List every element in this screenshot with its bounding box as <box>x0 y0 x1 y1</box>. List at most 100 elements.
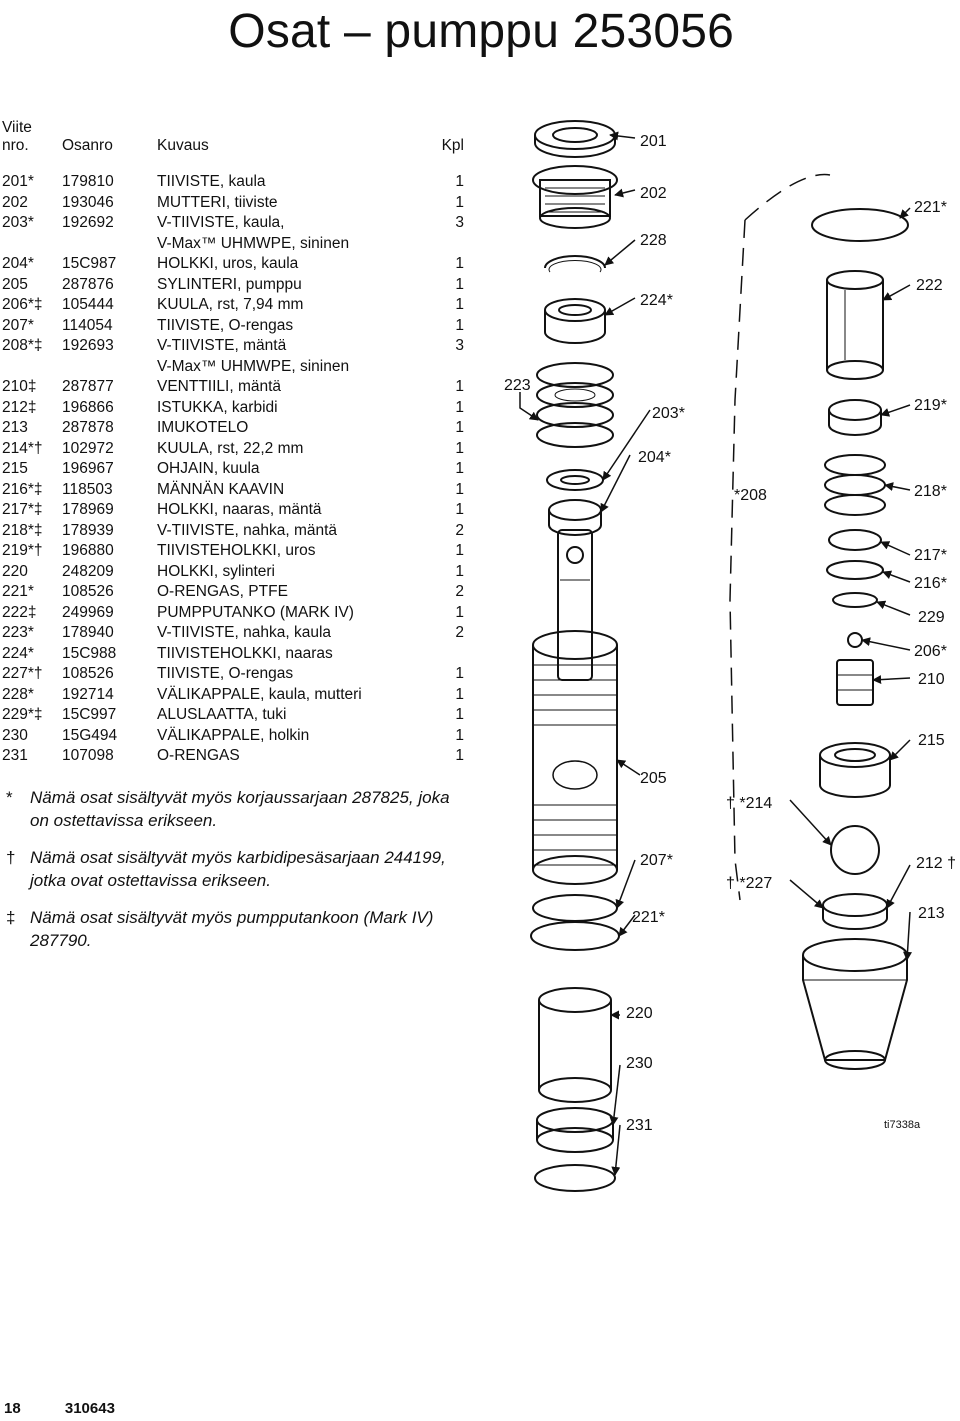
cell-part: 178940 <box>62 624 114 641</box>
cell-part: 192692 <box>62 214 114 231</box>
cell-part: 193046 <box>62 193 114 211</box>
cell-qty: 1 <box>455 439 464 457</box>
exploded-parts-diagram: 201 202 228 224* 223 203* 204* 205 207* … <box>504 120 956 1192</box>
cell-part: 287878 <box>62 419 114 436</box>
cell-desc: IMUKOTELO <box>157 419 249 436</box>
label-208: *208 <box>734 487 767 504</box>
cell-qty: 1 <box>455 173 464 190</box>
part-207-o-ring <box>532 894 618 922</box>
cell-desc: MÄNNÄN KAAVIN <box>157 480 285 498</box>
table-header-row: Viite nro. Osanro Kuvaus Kpl <box>2 117 464 159</box>
cell-qty: 1 <box>455 542 464 559</box>
cell-desc: V-Max™ UHMWPE, sininen <box>157 234 350 252</box>
page-title: Osat – pumppu 253056 <box>228 5 734 58</box>
footnote-double-dagger: ‡Nämä osat sisältyvät myös pumpputankoon… <box>6 908 434 950</box>
table-row: V-Max™ UHMWPE, sininen <box>2 235 464 256</box>
cell-desc: TIIVISTE, O-rengas <box>157 316 294 334</box>
table-row: V-Max™ UHMWPE, sininen <box>2 358 464 379</box>
cell-desc: O-RENGAS, PTFE <box>157 583 288 600</box>
label-210: 210 <box>918 671 945 688</box>
part-231-o-ring <box>534 1164 616 1192</box>
label-222: 222 <box>916 277 943 294</box>
part-221b-o-ring <box>530 921 620 951</box>
part-213-intake-housing <box>802 938 908 1070</box>
cell-ref: 207* <box>2 316 34 334</box>
cell-part: 196967 <box>62 460 114 477</box>
cell-qty: 1 <box>455 501 464 518</box>
header-part: Osanro <box>62 137 113 154</box>
cell-part: 15G494 <box>62 726 118 744</box>
cell-desc: MUTTERI, tiiviste <box>157 193 278 211</box>
label-217: 217* <box>914 547 947 564</box>
cell-qty <box>434 235 464 256</box>
cell-part: 108526 <box>62 583 114 600</box>
cell-desc: TIIVISTE, kaula <box>157 173 266 190</box>
cell-qty: 1 <box>455 726 464 744</box>
part-230-spacer <box>536 1107 614 1153</box>
label-214: † *214 <box>726 795 772 812</box>
label-201: 201 <box>640 133 667 150</box>
part-202-nut <box>532 165 618 229</box>
cell-part: 178969 <box>62 501 114 518</box>
cell-qty: 1 <box>455 419 464 436</box>
cell-qty <box>434 645 464 666</box>
cell-ref: 201* <box>2 173 34 190</box>
cell-part: 15C997 <box>62 706 117 723</box>
cell-qty: 1 <box>455 275 464 293</box>
part-203-packings <box>546 469 604 491</box>
cell-qty <box>434 358 464 379</box>
part-224-female-gland <box>544 298 606 344</box>
cell-desc: V-TIIVISTE, mäntä <box>157 337 287 354</box>
cell-desc: OHJAIN, kuula <box>157 460 260 477</box>
cell-ref <box>2 235 62 256</box>
cell-ref: 215 <box>2 460 28 477</box>
label-228: 228 <box>640 232 667 249</box>
cell-desc: KUULA, rst, 7,94 mm <box>157 296 304 313</box>
cell-ref: 216*‡ <box>2 480 43 498</box>
cell-part: 248209 <box>62 562 114 580</box>
cell-part: 108526 <box>62 665 114 682</box>
page-footer: 18 310643 <box>4 1400 155 1417</box>
part-201-seal <box>534 120 616 158</box>
cell-qty: 1 <box>455 255 464 272</box>
cell-ref: 220 <box>2 562 28 580</box>
cell-ref: 202 <box>2 193 28 211</box>
part-223-packings <box>536 362 614 448</box>
cell-desc: HOLKKI, uros, kaula <box>157 255 299 272</box>
figure-id: ti7338a <box>884 1119 921 1131</box>
cell-part: 287877 <box>62 378 114 395</box>
part-217-female-gland <box>828 529 882 551</box>
label-207: 207* <box>640 852 673 869</box>
cell-desc: TIIVISTEHOLKKI, uros <box>157 542 316 559</box>
dashed-centerline-2 <box>744 173 831 221</box>
cell-part <box>62 235 157 256</box>
part-229-washer <box>832 592 878 608</box>
label-202: 202 <box>640 185 667 202</box>
part-228-spacer <box>544 255 606 273</box>
label-205: 205 <box>640 770 667 787</box>
cell-ref: 224* <box>2 644 34 662</box>
cell-qty: 1 <box>455 480 464 498</box>
cell-desc: V-Max™ UHMWPE, sininen <box>157 357 350 375</box>
cell-ref: 228* <box>2 685 34 703</box>
part-210-piston-valve <box>836 659 874 706</box>
cell-part: 192693 <box>62 337 114 354</box>
cell-qty: 3 <box>455 214 464 231</box>
cell-qty: 1 <box>455 603 464 621</box>
cell-part: 196866 <box>62 398 114 416</box>
